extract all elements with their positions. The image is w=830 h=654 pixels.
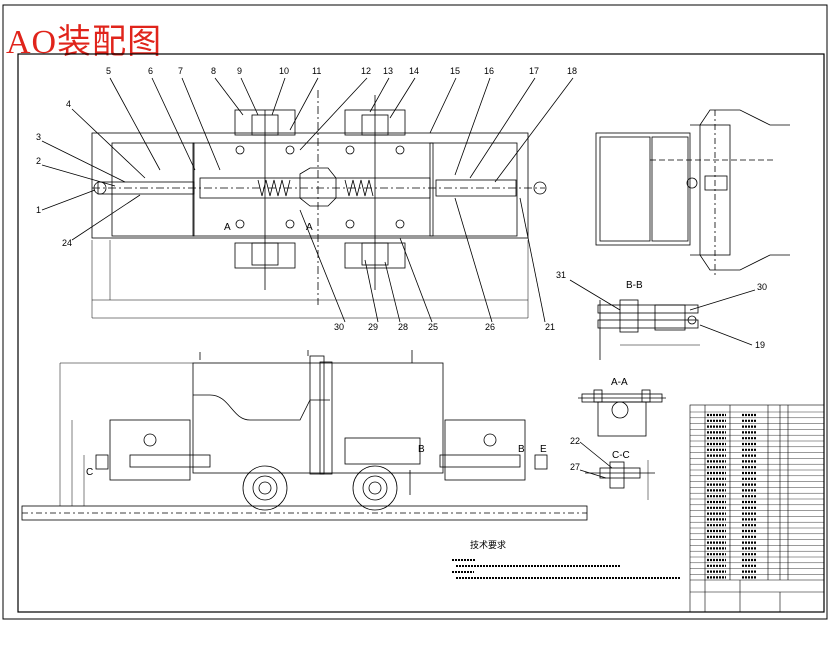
outer-border — [2, 4, 828, 620]
part-number: 12 — [361, 66, 371, 76]
part-number: 4 — [66, 99, 71, 109]
parts-list-rows — [690, 411, 824, 575]
part-number: 8 — [211, 66, 216, 76]
front-view — [21, 350, 588, 521]
part-number: 30 — [334, 322, 344, 332]
inner-border — [17, 53, 825, 613]
part-number: 2 — [36, 156, 41, 166]
part-number: 29 — [368, 322, 378, 332]
part-number: 9 — [237, 66, 242, 76]
part-number: 14 — [409, 66, 419, 76]
plan-view — [41, 77, 574, 323]
front-section-e: E — [540, 444, 547, 455]
parts-list — [689, 404, 825, 613]
part-number: 25 — [428, 322, 438, 332]
part-numbers-left: 4 3 2 1 24 — [36, 99, 72, 248]
part-number: 1 — [36, 205, 41, 215]
part-number: 13 — [383, 66, 393, 76]
front-section-c: C — [86, 467, 93, 478]
plan-section-a-right: A — [306, 222, 313, 233]
part-number: 5 — [106, 66, 111, 76]
parts-list-text — [707, 413, 756, 579]
plan-section-marks: A A — [224, 222, 313, 233]
part-number: 18 — [567, 66, 577, 76]
front-section-b-left: B — [418, 444, 425, 455]
end-view — [595, 109, 790, 275]
part-number: 24 — [62, 238, 72, 248]
section-bb — [569, 279, 756, 360]
cc-callout: 22 — [570, 436, 580, 446]
part-number: 11 — [312, 66, 321, 76]
notes-heading: 技术要求 — [470, 539, 506, 550]
part-number: 26 — [485, 322, 495, 332]
bb-callout: 31 — [556, 270, 566, 280]
part-number: 15 — [450, 66, 460, 76]
bb-view-label: B-B — [626, 280, 643, 291]
plan-section-a-left: A — [224, 222, 231, 233]
part-number: 6 — [148, 66, 153, 76]
section-aa — [578, 389, 666, 437]
cc-callout: 27 — [570, 462, 580, 472]
cc-view-label: C-C — [612, 450, 630, 461]
part-number: 17 — [529, 66, 539, 76]
aa-view-label: A-A — [611, 377, 628, 388]
front-section-b-right: B — [518, 444, 525, 455]
bb-callout: 30 — [757, 282, 767, 292]
part-number: 16 — [484, 66, 494, 76]
part-numbers-top: 5 6 7 8 9 10 11 12 13 14 15 16 17 18 — [106, 66, 577, 76]
part-number: 28 — [398, 322, 408, 332]
bb-callout: 19 — [755, 340, 765, 350]
section-cc — [579, 441, 655, 500]
part-number: 10 — [279, 66, 289, 76]
part-numbers-bottom: 30 29 28 25 26 21 — [334, 322, 555, 332]
part-number: 21 — [545, 322, 555, 332]
part-number: 3 — [36, 132, 41, 142]
part-number: 7 — [178, 66, 183, 76]
drawing-title: AO装配图 — [6, 24, 163, 61]
technical-notes: 技术要求 — [452, 539, 680, 579]
